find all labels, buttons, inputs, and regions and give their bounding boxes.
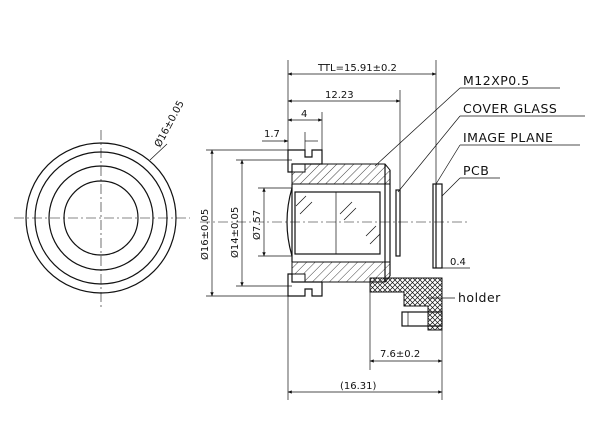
barrel-top	[291, 163, 391, 185]
lens-circle	[63, 180, 139, 256]
label-holder: holder	[458, 290, 501, 305]
ring-circle-1	[34, 151, 168, 285]
outer-circle	[25, 142, 177, 294]
ring-circle-2	[48, 165, 154, 271]
dim-4-label: 4	[301, 109, 307, 120]
glass-mark-2	[299, 201, 313, 215]
leader-thread	[374, 87, 461, 167]
lens-element-front	[286, 187, 293, 257]
label-pcb: PCB	[463, 163, 489, 178]
lens-stack	[294, 191, 381, 255]
label-thread: M12XP0.5	[463, 73, 530, 88]
leader-image-plane	[435, 144, 461, 185]
glass-mark-3	[339, 201, 353, 215]
side-dia757-label: Ø7.57	[251, 210, 263, 240]
leader-cover-glass	[397, 115, 461, 193]
side-dia14-label: Ø14±0.05	[229, 207, 241, 258]
side-view: TTL=15.91±0.2 12.23 4 1.7 Ø16±0.05 Ø14±0…	[199, 60, 585, 400]
holder-body	[369, 277, 443, 331]
side-dia16-label: Ø16±0.05	[199, 209, 211, 260]
total-1631-label: (16.31)	[340, 381, 377, 392]
glass-mark-6	[369, 233, 381, 245]
glass-mark-4	[343, 207, 357, 221]
ttl-label: TTL=15.91±0.2	[317, 63, 397, 74]
glass-mark-5	[365, 225, 377, 237]
dim-1223-label: 12.23	[325, 90, 354, 101]
label-image-plane: IMAGE PLANE	[463, 130, 553, 145]
holder-76-label: 7.6±0.2	[380, 349, 420, 360]
label-cover-glass: COVER GLASS	[463, 101, 557, 116]
pcb	[432, 183, 443, 269]
front-flange-bottom	[287, 273, 323, 297]
front-dia-leader	[149, 143, 168, 161]
gap-04-label: 0.4	[450, 257, 466, 268]
leader-pcb	[441, 177, 461, 197]
front-view: Ø16±0.05	[14, 99, 190, 308]
holder-step	[401, 311, 443, 327]
glass-mark-1	[295, 195, 307, 207]
cover-glass	[395, 189, 401, 257]
dim-17-label: 1.7	[264, 129, 280, 140]
front-diameter-label: Ø16±0.05	[152, 99, 187, 150]
